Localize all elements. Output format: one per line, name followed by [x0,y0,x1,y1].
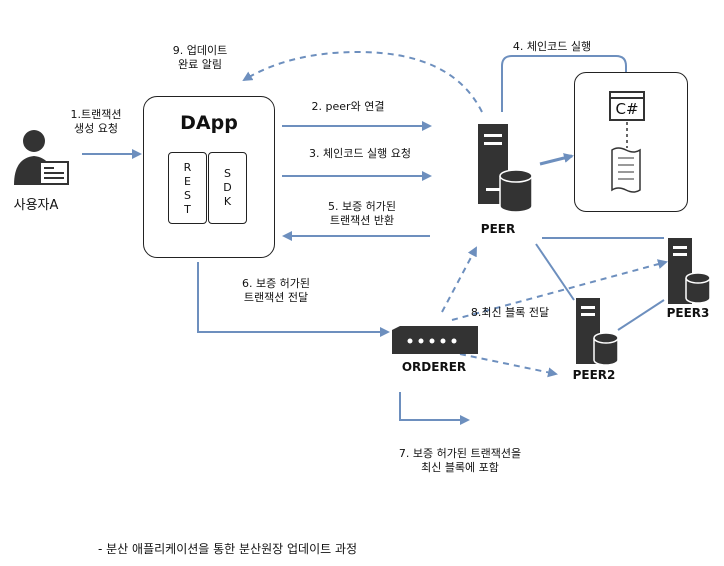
peer3-label: PEER3 [666,306,710,320]
dapp-title: DApp [180,112,238,134]
arrow-step7 [399,392,470,425]
arrow-orderer-to-peer [441,246,477,313]
orderer-label: ORDERER [401,360,467,374]
peer3-server-icon [668,238,711,304]
step8-label: 8.최신 블록 전달 [470,306,550,319]
csharp-label: C# [615,100,639,118]
rest-letter: R [183,161,192,174]
arrow-step6 [197,262,390,337]
user-label: 사용자A [13,198,59,213]
chaincode-box [574,72,688,212]
sdk-letter: S [224,167,231,180]
step4-label: 4. 체인코드 실행 [512,40,592,53]
step3-label: 3. 체인코드 실행 요청 [309,147,411,160]
arrow-peer-to-chaincode [539,153,574,166]
rest-letter: T [184,203,191,216]
step2-label: 2. peer와 연결 [311,100,385,113]
orderer-switch-icon [392,326,478,354]
rest-letter: E [184,175,191,188]
peer-label: PEER [480,222,516,236]
sdk-module: S D K [208,152,247,224]
diagram-caption: - 분산 애플리케이션을 통한 분산원장 업데이트 과정 [98,542,358,556]
arrow-orderer-to-peer3 [451,259,668,321]
rest-module: R E S T [168,152,207,224]
peer-server-icon [478,124,533,213]
sdk-letter: K [223,195,232,208]
arrow-orderer-to-peer2 [459,353,558,378]
arrow-step4 [501,55,631,112]
arrow-step9 [242,50,483,113]
line-peer2-peer3 [617,299,665,331]
sdk-letter: D [223,181,232,194]
peer2-server-icon [576,298,619,366]
user-icon [14,130,69,185]
rest-letter: S [184,189,191,202]
peer2-label: PEER2 [572,368,616,382]
line-peer-peer2 [535,243,575,301]
